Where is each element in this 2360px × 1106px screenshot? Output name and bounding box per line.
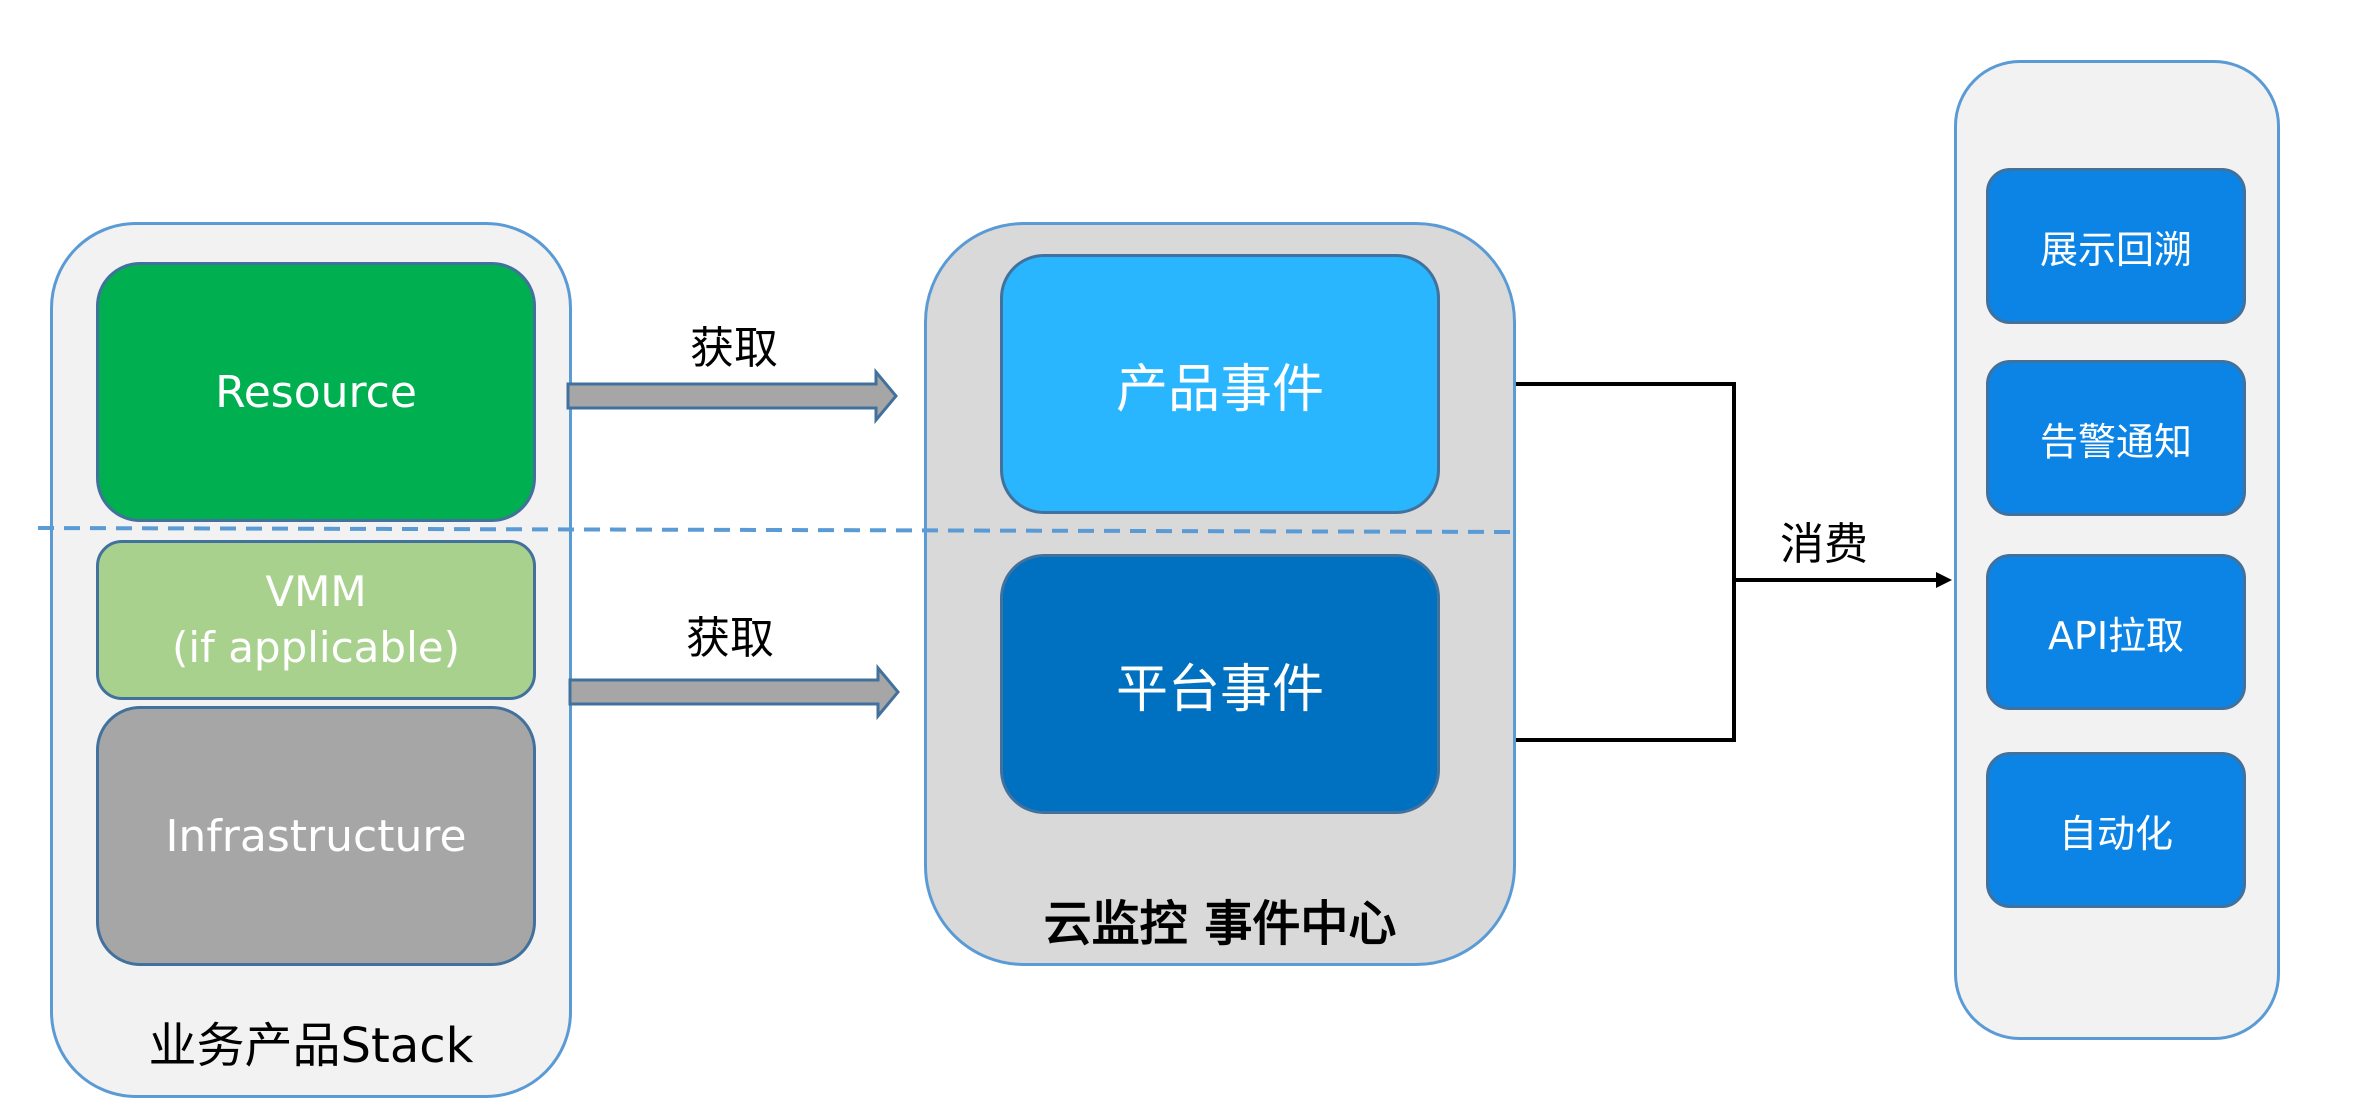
consumer-replay-label: 展示回溯 [2039,227,2192,272]
platform-events-box: 平台事件 [1000,554,1440,814]
consumer-automation-box: 自动化 [1986,752,2246,908]
fetch-label-bottom: 获取 [686,613,774,664]
infrastructure-box: Infrastructure [96,706,536,966]
vmm-box: VMM (if applicable) [96,540,536,700]
business-stack-caption: 业务产品Stack [148,1018,474,1074]
consumer-automation-label: 自动化 [2058,811,2173,856]
fetch-arrow-top [566,367,898,425]
product-events-label: 产品事件 [1115,359,1324,420]
infrastructure-label: Infrastructure [165,810,467,862]
consume-arrow-head [1936,572,1952,588]
fetch-label-top: 获取 [690,323,778,374]
product-events-box: 产品事件 [1000,254,1440,514]
resource-box: Resource [96,262,536,522]
consumer-alert-box: 告警通知 [1986,360,2246,516]
vmm-label: VMM [265,567,367,616]
consumer-api-label: API拉取 [2047,613,2185,658]
consumer-replay-box: 展示回溯 [1986,168,2246,324]
consumer-alert-label: 告警通知 [2039,419,2192,464]
vmm-sublabel: (if applicable) [172,623,460,672]
platform-events-label: 平台事件 [1115,659,1324,720]
fetch-arrow-bottom [568,663,900,721]
consumer-api-box: API拉取 [1986,554,2246,710]
consume-bracket-line [1516,382,1736,742]
resource-label: Resource [215,366,417,418]
consume-label: 消费 [1780,519,1868,570]
separator-dashed-line [37,526,1517,534]
event-center-caption: 云监控 事件中心 [1043,896,1397,952]
